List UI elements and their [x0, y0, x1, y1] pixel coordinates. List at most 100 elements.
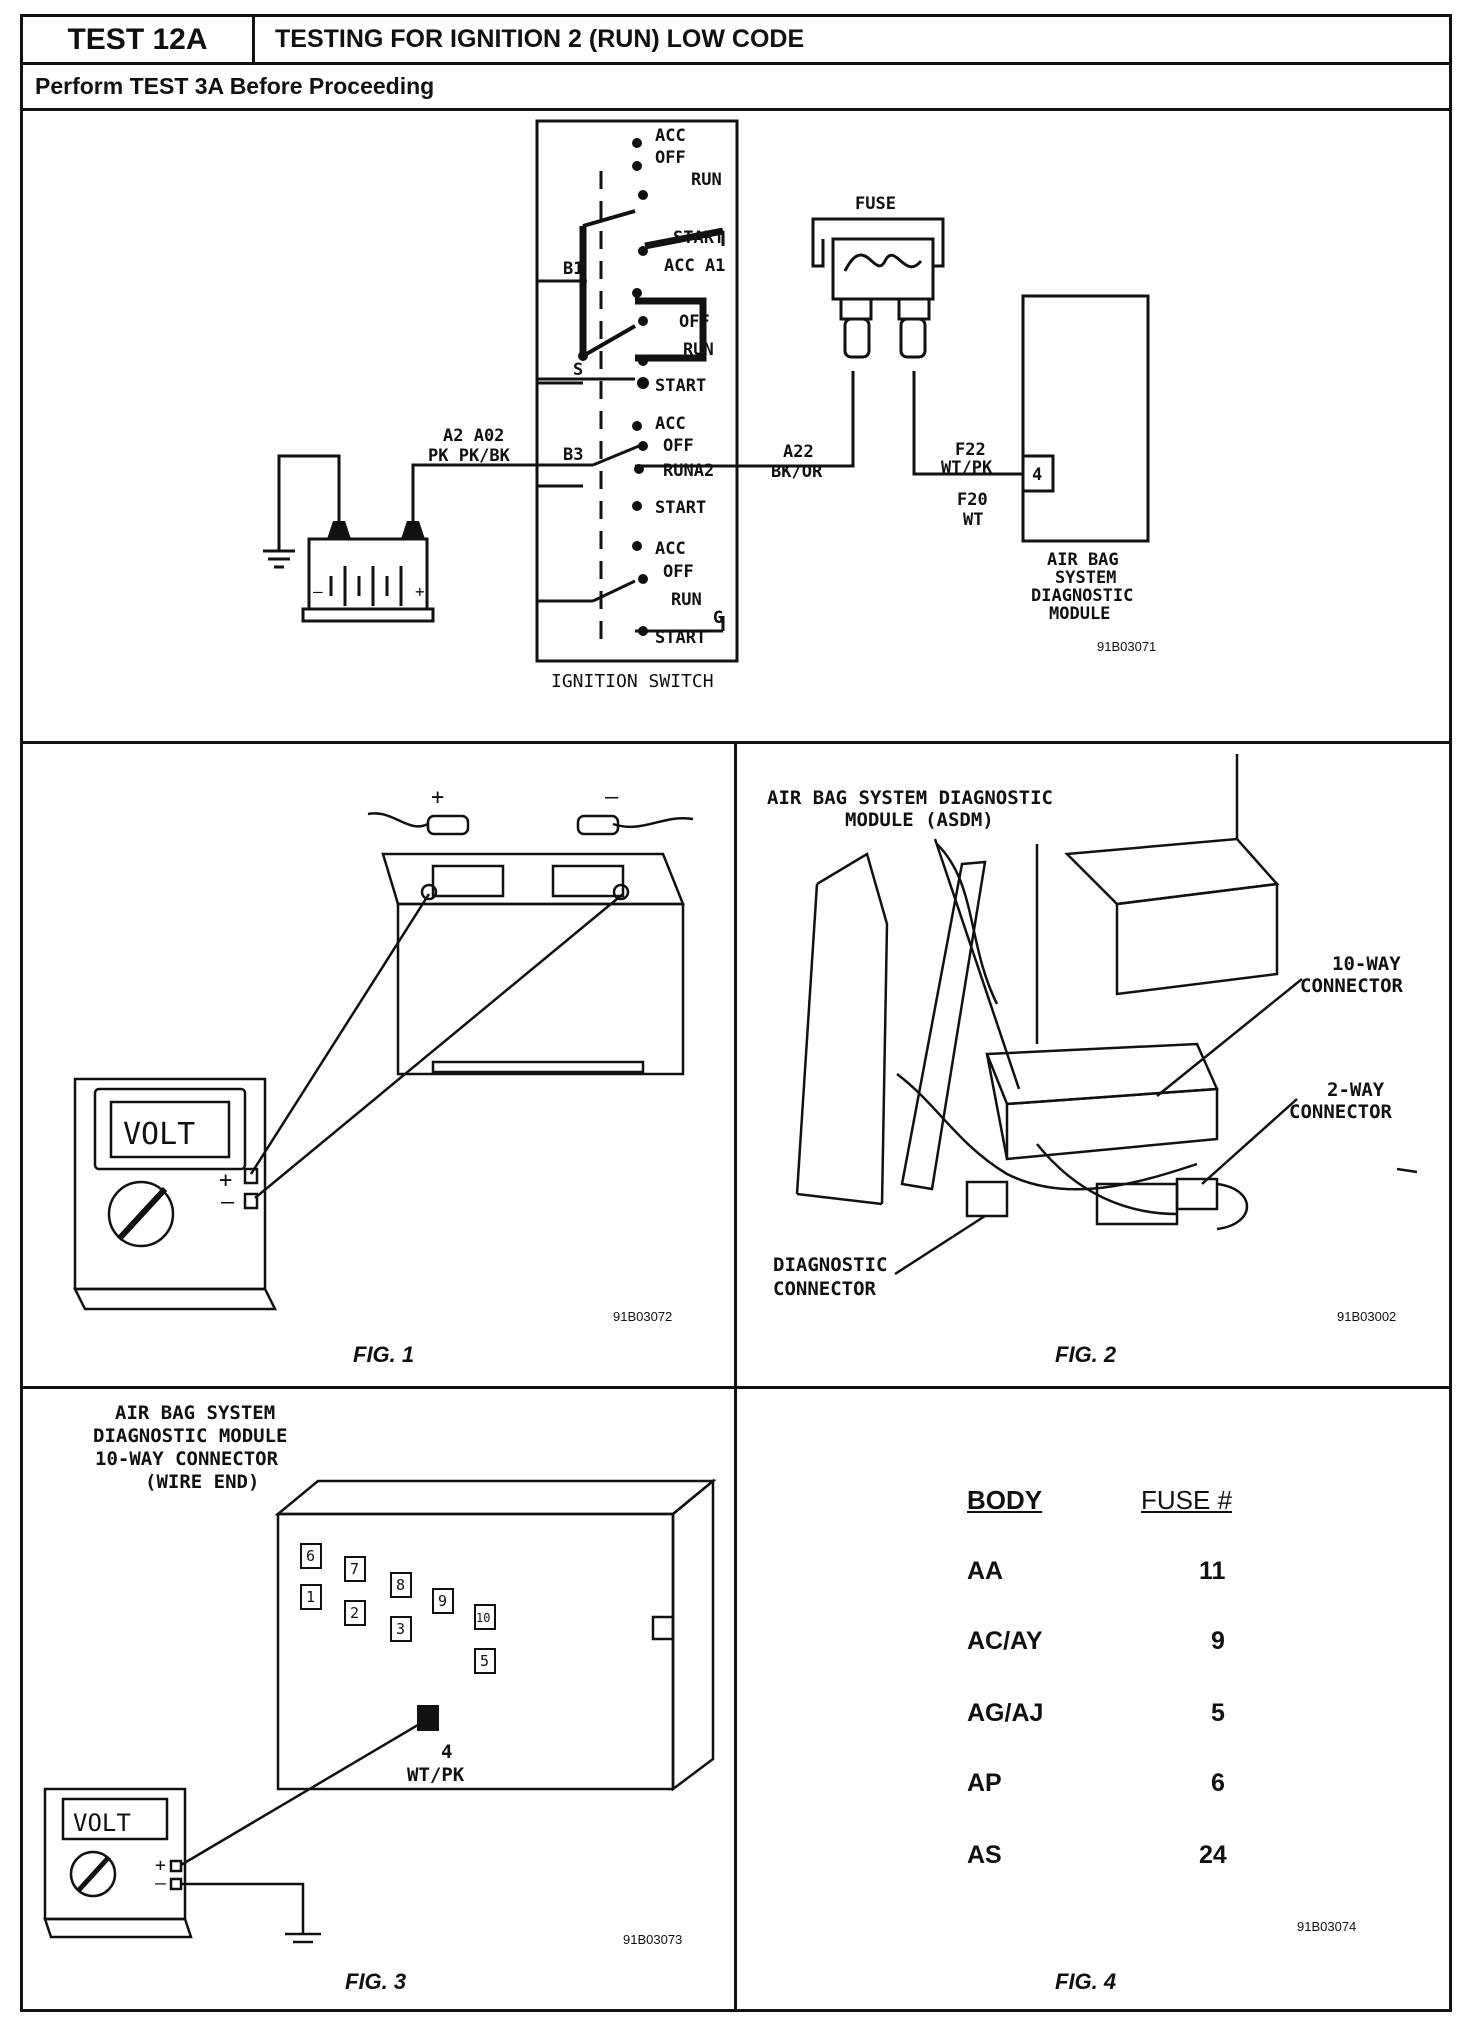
- fig4-row-fuse: 11: [1199, 1557, 1226, 1585]
- terminal-s: S: [573, 360, 583, 380]
- fig2-asdm-line2: MODULE (ASDM): [845, 809, 994, 831]
- fig2-asdm-line1: AIR BAG SYSTEM DIAGNOSTIC: [767, 787, 1053, 809]
- battery-wire: A2 A02: [443, 426, 504, 446]
- fig4-row-fuse: 6: [1211, 1769, 1225, 1797]
- acc-a1: ACC A1: [664, 256, 725, 276]
- test-title: TESTING FOR IGNITION 2 (RUN) LOW CODE: [275, 25, 805, 53]
- pin-10: 10: [476, 1611, 490, 1625]
- pos-run-2: RUN: [683, 340, 714, 360]
- fig4-ref: 91B03074: [1297, 1919, 1357, 1934]
- module-pin: 4: [1032, 465, 1042, 485]
- fuse-in-color: BK/OR: [771, 462, 823, 482]
- pos-acc-3: ACC: [655, 414, 686, 434]
- fig1-caption: FIG. 1: [353, 1342, 415, 1367]
- fig1-battery-plus: +: [431, 785, 444, 810]
- battery-plus: +: [415, 582, 425, 601]
- schematic-ref: 91B03071: [1097, 639, 1156, 654]
- fig1-meter-minus: –: [221, 1190, 235, 1215]
- module-wire-1: F22: [955, 440, 986, 460]
- fig2-diag-1: DIAGNOSTIC: [773, 1254, 887, 1276]
- pos-off-3: OFF: [663, 436, 694, 456]
- pin-9: 9: [438, 1592, 447, 1610]
- fuse-in-wire: A22: [783, 442, 814, 462]
- fig4-caption: FIG. 4: [1055, 1969, 1117, 1994]
- fig1-battery-minus: –: [605, 785, 619, 810]
- fig3-pin-label: 4: [441, 1741, 452, 1763]
- battery-wire-color: PK PK/BK: [428, 446, 511, 466]
- pin-8: 8: [396, 1576, 405, 1594]
- pos-off-4: OFF: [663, 562, 694, 582]
- fig1-meter-plus: +: [219, 1168, 232, 1193]
- pos-acc-1: ACC: [655, 126, 686, 146]
- test-id: TEST 12A: [23, 17, 255, 62]
- pin-2: 2: [350, 1604, 359, 1622]
- divider-vertical: [734, 741, 737, 2009]
- fig2-illustration: AIR BAG SYSTEM DIAGNOSTIC MODULE (ASDM) …: [767, 754, 1418, 1324]
- module-label-3: DIAGNOSTIC: [1031, 586, 1133, 606]
- fig3-title-4: (WIRE END): [145, 1471, 259, 1493]
- terminal-g: G: [713, 608, 723, 628]
- pin-5: 5: [480, 1652, 489, 1670]
- pos-start-3: START: [655, 498, 706, 518]
- pin-6: 6: [306, 1547, 315, 1565]
- fig1-meter-label: VOLT: [123, 1117, 195, 1152]
- module-label-2: SYSTEM: [1055, 568, 1116, 588]
- fig2-ref: 91B03002: [1337, 1309, 1396, 1324]
- fuse-label: FUSE: [855, 194, 896, 214]
- fig4-col-fuse: FUSE #: [1141, 1485, 1233, 1515]
- pin-7: 7: [350, 1560, 359, 1578]
- pos-off-1: OFF: [655, 148, 686, 168]
- battery-minus: –: [313, 582, 323, 601]
- header-bar: TEST 12A TESTING FOR IGNITION 2 (RUN) LO…: [23, 17, 1449, 65]
- terminal-b1: B1: [563, 259, 583, 279]
- module-wire-1-color: WT/PK: [941, 458, 993, 478]
- pos-run-1: RUN: [691, 170, 722, 190]
- pos-run-4: RUN: [671, 590, 702, 610]
- wiring-schematic: ACC OFF RUN START ACC A1 OFF RUN START A…: [263, 119, 1156, 692]
- pin-1: 1: [306, 1588, 315, 1606]
- fig4-col-body: BODY: [967, 1485, 1043, 1515]
- fig3-ref: 91B03073: [623, 1932, 682, 1947]
- fig4-row-body: AG/AJ: [967, 1699, 1044, 1727]
- subtitle-bar: Perform TEST 3A Before Proceeding: [23, 65, 1449, 111]
- fig2-10way-1: 10-WAY: [1332, 953, 1401, 975]
- pos-start-2: START: [655, 376, 706, 396]
- fig3-pin-color: WT/PK: [407, 1764, 465, 1786]
- test-page: TEST 12A TESTING FOR IGNITION 2 (RUN) LO…: [20, 14, 1452, 2012]
- module-label-4: MODULE: [1049, 604, 1110, 624]
- module-label-1: AIR BAG: [1047, 550, 1119, 570]
- fig2-10way-2: CONNECTOR: [1300, 975, 1404, 997]
- fig4-row-body: AS: [967, 1841, 1002, 1869]
- test-subtitle: Perform TEST 3A Before Proceeding: [35, 73, 435, 99]
- module-wire-2-color: WT: [963, 510, 983, 530]
- fig2-2way-2: CONNECTOR: [1289, 1101, 1393, 1123]
- fig2-2way-1: 2-WAY: [1327, 1079, 1385, 1101]
- fig3-meter-label: VOLT: [73, 1809, 131, 1837]
- fig2-diag-2: CONNECTOR: [773, 1278, 877, 1300]
- fig4-row-fuse: 5: [1211, 1699, 1225, 1727]
- fig2-panel: AIR BAG SYSTEM DIAGNOSTIC MODULE (ASDM) …: [737, 744, 1449, 1386]
- module-wire-2: F20: [957, 490, 988, 510]
- fig4-row-body: AA: [967, 1557, 1004, 1585]
- fig3-illustration: 6 7 8 9 10 1 2 3 5 AIR BAG SYSTEM DIAGNO…: [43, 1402, 717, 1947]
- fig4-panel: BODY FUSE # AA 11 AC/AY 9 AG/AJ 5 AP 6 A…: [737, 1389, 1449, 2009]
- fig1-ref: 91B03072: [613, 1309, 672, 1324]
- fig3-meter-plus: +: [155, 1855, 166, 1876]
- run-a2: RUNA2: [663, 461, 714, 481]
- pos-off-2: OFF: [679, 312, 710, 332]
- fig1-illustration: VOLT + – + – 91B03072: [72, 785, 694, 1324]
- fig4-row-fuse: 24: [1199, 1841, 1227, 1869]
- pos-acc-4: ACC: [655, 539, 686, 559]
- pos-start-4: START: [655, 628, 706, 648]
- switch-label: IGNITION SWITCH: [551, 671, 714, 692]
- fig4-row-fuse: 9: [1211, 1627, 1225, 1655]
- fig3-title-3: 10-WAY CONNECTOR: [95, 1448, 279, 1470]
- schematic-panel: ACC OFF RUN START ACC A1 OFF RUN START A…: [23, 111, 1449, 741]
- fig3-title-2: DIAGNOSTIC MODULE: [93, 1425, 287, 1447]
- fig3-meter-minus: –: [155, 1873, 166, 1894]
- pin-3: 3: [396, 1620, 405, 1638]
- terminal-b3: B3: [563, 445, 583, 465]
- fig1-panel: VOLT + – + – 91B03072 FIG. 1: [23, 744, 734, 1386]
- pos-start-1: START: [673, 228, 724, 248]
- fig3-title-1: AIR BAG SYSTEM: [115, 1402, 275, 1424]
